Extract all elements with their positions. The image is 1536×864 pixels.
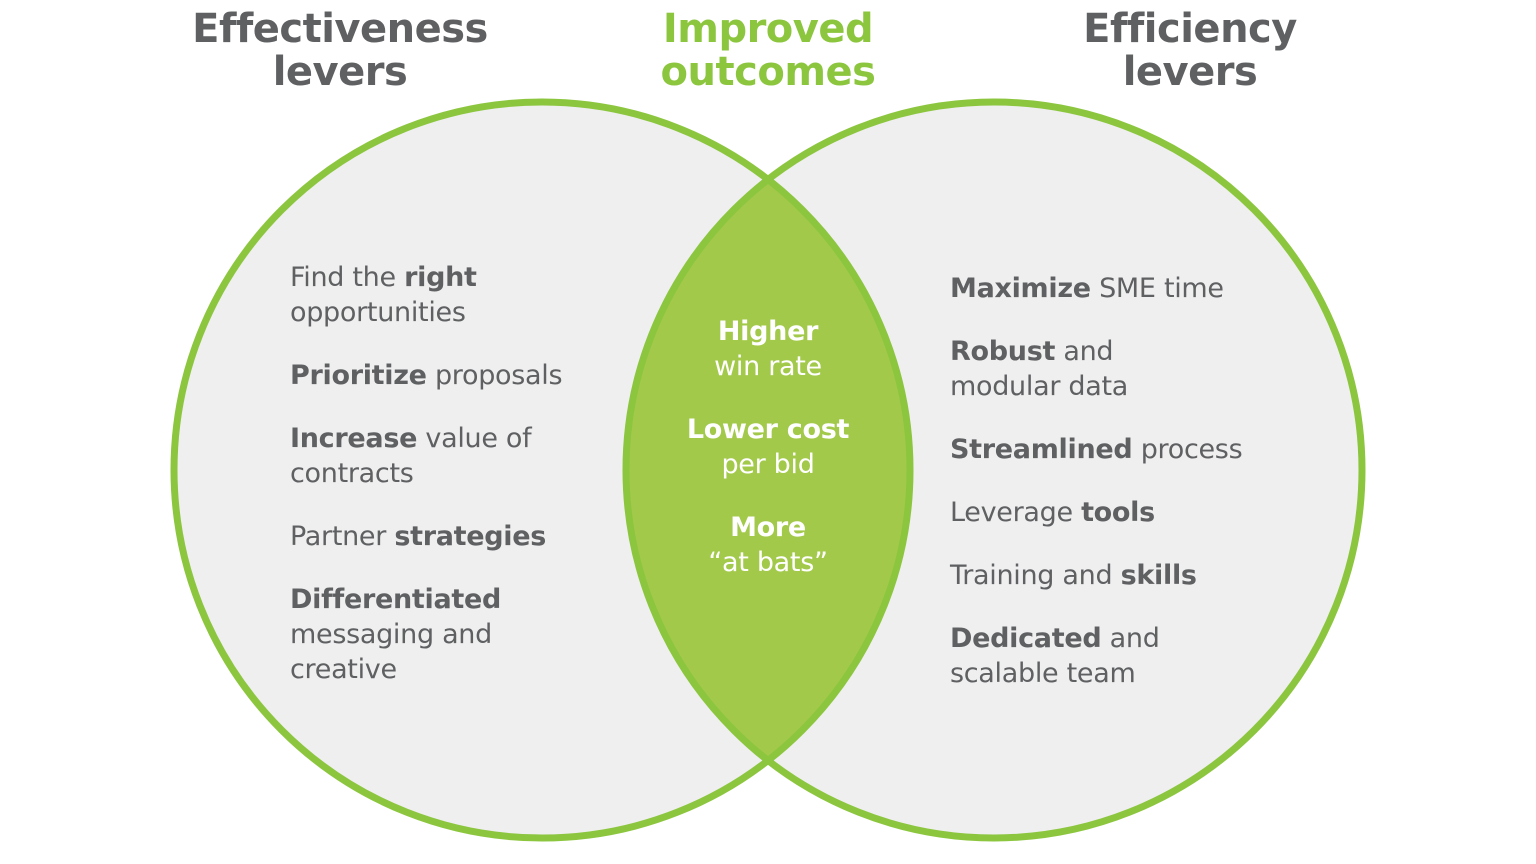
efficiency-levers-heading: Efficiency levers <box>1030 8 1350 94</box>
lever-item: Prioritize proposals <box>290 358 620 393</box>
outcome-text: per bid <box>721 449 815 480</box>
item-bold-text: Prioritize <box>290 360 427 391</box>
item-text-line: modular data <box>950 371 1129 402</box>
item-bold-text: Robust <box>950 336 1056 367</box>
efficiency-circle-outline <box>622 98 1366 842</box>
item-bold-text: Maximize <box>950 273 1091 304</box>
outcome-bold-text: Higher <box>717 316 819 347</box>
lever-item: Maximize SME time <box>950 271 1300 306</box>
lever-item: Partner strategies <box>290 519 620 554</box>
lever-item: Differentiated messaging and creative <box>290 582 620 687</box>
item-text: value of <box>417 423 532 454</box>
heading-line: Efficiency <box>1083 6 1297 52</box>
improved-outcomes-list: Higher win rate Lower cost per bid More … <box>640 314 896 608</box>
item-text: Partner <box>290 521 395 552</box>
effectiveness-levers-heading: Effectiveness levers <box>170 8 510 94</box>
heading-line: Effectiveness <box>192 6 488 52</box>
item-bold-text: Differentiated <box>290 584 502 615</box>
item-text-line: contracts <box>290 458 414 489</box>
lever-item: Training and skills <box>950 558 1300 593</box>
item-text: process <box>1132 434 1243 465</box>
heading-line: Improved <box>662 6 874 52</box>
heading-line: outcomes <box>660 49 876 95</box>
outcome-bold-text: Lower cost <box>686 414 850 445</box>
item-bold-text: tools <box>1081 497 1155 528</box>
item-text-line: scalable team <box>950 658 1136 689</box>
intersection-lens <box>626 102 910 838</box>
effectiveness-levers-list: Find the right opportunities Prioritize … <box>290 260 620 715</box>
improved-outcomes-heading: Improved outcomes <box>628 8 908 94</box>
efficiency-levers-list: Maximize SME time Robust and modular dat… <box>950 271 1300 719</box>
item-text: and <box>1101 623 1160 654</box>
outcome-item: Lower cost per bid <box>640 412 896 482</box>
lever-item: Robust and modular data <box>950 334 1300 404</box>
item-text: and <box>1055 336 1114 367</box>
lever-item: Dedicated and scalable team <box>950 621 1300 691</box>
item-text: Find the <box>290 262 405 293</box>
item-text-line: creative <box>290 654 397 685</box>
effectiveness-circle-outline <box>170 98 914 842</box>
outcome-item: Higher win rate <box>640 314 896 384</box>
item-text-line: messaging and <box>290 619 492 650</box>
outcome-text: win rate <box>714 351 822 382</box>
outcome-item: More “at bats” <box>640 510 896 580</box>
item-text: SME time <box>1090 273 1224 304</box>
item-text: proposals <box>426 360 563 391</box>
outcome-bold-text: More <box>730 512 806 543</box>
heading-line: levers <box>1122 49 1258 95</box>
item-text-line: opportunities <box>290 297 466 328</box>
lever-item: Streamlined process <box>950 432 1300 467</box>
item-bold-text: right <box>404 262 477 293</box>
item-bold-text: skills <box>1120 560 1197 591</box>
lever-item: Leverage tools <box>950 495 1300 530</box>
outcome-text: “at bats” <box>708 547 828 578</box>
item-bold-text: Dedicated <box>950 623 1102 654</box>
item-bold-text: strategies <box>394 521 547 552</box>
item-text: Leverage <box>950 497 1082 528</box>
heading-line: levers <box>272 49 408 95</box>
item-text: Training and <box>950 560 1121 591</box>
item-bold-text: Streamlined <box>950 434 1133 465</box>
lever-item: Find the right opportunities <box>290 260 620 330</box>
lever-item: Increase value of contracts <box>290 421 620 491</box>
item-bold-text: Increase <box>290 423 418 454</box>
